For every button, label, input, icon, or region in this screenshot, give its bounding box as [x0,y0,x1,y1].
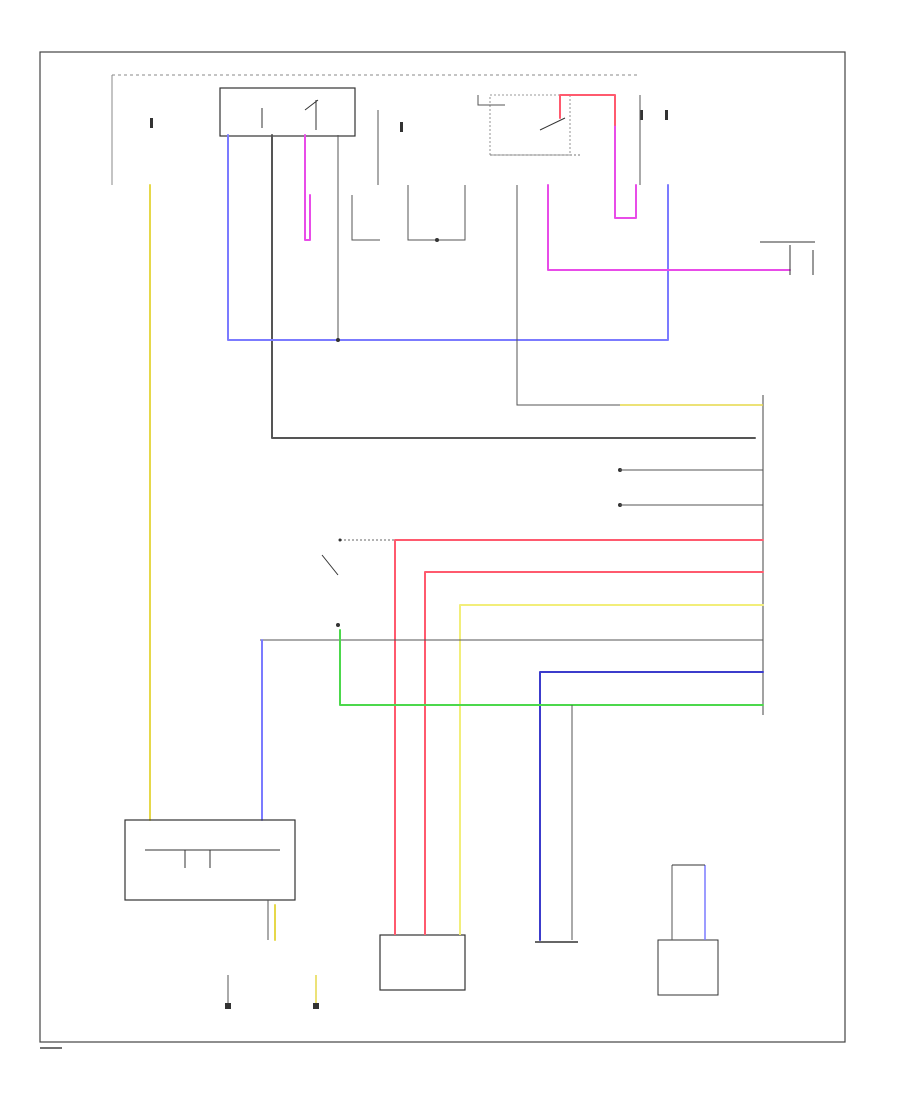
switch-blade [539,117,566,131]
wire-pink-a [304,134,311,241]
wire-pink-b [547,184,791,271]
wire-gray-relay [271,134,756,439]
fuse-icon-a [400,122,403,132]
wire-thin-b [407,185,466,241]
wire-red-2 [424,571,764,901]
wire-red-top [559,94,616,126]
wire-thin-c [351,195,380,241]
diagram-frame [39,51,846,1043]
ground-g2 [313,975,319,1009]
component-right-box [657,939,719,996]
fuse-block-left [150,118,153,128]
switch-box [489,94,571,156]
module-box [124,819,296,901]
wire-green [339,629,764,706]
wire-pink-c [614,124,637,219]
wire-navy [539,671,764,941]
ground-g1 [225,975,231,1009]
ground-node-top [435,238,439,242]
pressure-switch [321,538,395,627]
ground-node-bottom [336,338,340,342]
side-connector [760,241,815,275]
wire-blue-loop [227,134,669,341]
fuse-icon-b [640,110,643,120]
wire-thin-d [477,95,505,106]
terminal-row-3 [618,468,763,472]
wire-red-main [394,539,764,901]
pressure-sensor-box [379,934,466,991]
fuse-icon-c [665,110,668,120]
terminal-row-4 [618,503,763,507]
wire-yellow-2 [459,604,764,901]
relay-box [219,87,356,137]
